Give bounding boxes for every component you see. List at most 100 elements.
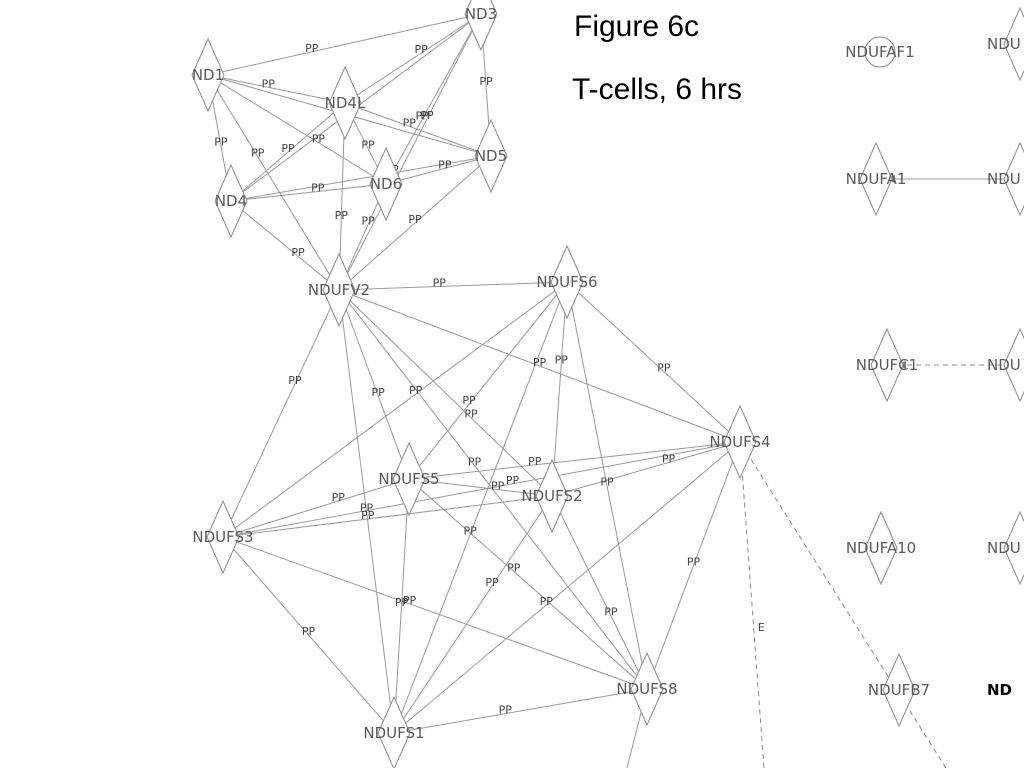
edge-nd4l-nd4 [230,102,346,202]
edge-label: PP [360,502,374,515]
diamond-shape [377,695,411,768]
edge-ndufs3-ndufs8 [222,536,648,690]
diamond-shape [723,404,757,480]
node-r4[interactable]: NDU [987,510,1024,586]
edge-label: PP [462,394,476,407]
figure-title: Figure 6c [574,10,700,43]
edge-label: PP [479,75,493,88]
node-ndufv2[interactable]: NDUFV2 [308,252,370,328]
node-ndufs8[interactable]: NDUFS8 [616,651,678,727]
node-ndufs4[interactable]: NDUFS4 [709,404,771,480]
node-label: NDUFS5 [378,470,439,488]
edge-ndufs4-ndufs1 [393,441,741,734]
edge-ndufs3-ndufs1 [222,536,395,734]
node-nd5[interactable]: ND5 [474,118,508,194]
diamond-shape [191,37,225,113]
diamond-shape [322,252,356,328]
node-ndufs3[interactable]: NDUFS3 [192,499,254,575]
edge-ndufs6-ndufs5 [408,281,568,480]
edges-layer [207,13,1020,768]
edge-ndufs5-ndufs1 [393,478,410,734]
edge-label: PP [433,276,447,289]
node-label: ND6 [370,175,402,193]
node-label: NDUFS2 [521,487,582,505]
edge-label: PP [408,213,422,226]
node-r3[interactable]: NDU [987,327,1024,403]
edge-ndufv2-ndufs6 [338,281,568,291]
figure-subtitle: T-cells, 6 hrs [572,73,743,106]
node-label: NDUFB7 [868,681,930,699]
node-ndufs5[interactable]: NDUFS5 [378,441,440,517]
edge-ndufv2-ndufs8 [338,289,648,690]
edge-label: PP [372,386,386,399]
node-nd4l[interactable]: ND4L [325,65,366,141]
edge-label: PP [281,142,295,155]
node-ndufb7[interactable]: NDUFB7 [868,652,930,728]
node-r5[interactable]: ND [987,681,1012,699]
node-ndufaf1[interactable]: NDUFAF1 [845,36,915,68]
edge-label: PP [415,109,429,122]
node-ndufc1[interactable]: NDUFC1 [856,327,918,403]
edge-label: PP [335,209,349,222]
edge-label: PP [291,246,305,259]
edge-nd3-nd6 [385,13,482,185]
node-label: NDUFS6 [536,273,597,291]
edge-label: PP [361,509,375,522]
edge-label: PP [499,704,513,717]
node-ndufs6[interactable]: NDUFS6 [536,244,598,320]
node-label: ND [987,681,1012,699]
edge-ndufs6-ndufs4 [566,281,741,443]
diamond-shape [1003,141,1024,217]
edge-ndufs5-ndufs3 [222,478,410,538]
edge-ndufs4-ndufs5 [408,441,741,480]
edge-label: PP [312,133,326,146]
edge-nd5-ndufv2 [338,155,492,291]
edge-label: PP [403,594,417,607]
diamond-shape [550,244,584,320]
node-nd4[interactable]: ND4 [214,163,248,239]
diamond-shape [535,458,569,534]
node-nd6[interactable]: ND6 [369,146,403,222]
edge-label: PP [438,158,452,171]
node-label: NDU [987,539,1021,557]
edge-nd4l-nd5 [344,102,492,157]
node-label: NDU [987,35,1021,53]
node-ndufs2[interactable]: NDUFS2 [521,458,583,534]
edge-ndufv2-ndufs3 [222,289,340,538]
node-label: NDUFS8 [616,680,677,698]
node-label: NDU [987,170,1021,188]
edge-ndufs4-ndufs2 [551,441,741,497]
diamond-shape [369,146,403,222]
edge-ndufs2-ndufs3 [222,495,553,538]
node-r2[interactable]: NDU [987,141,1024,217]
edge-label: PP [662,453,676,466]
edge-ndufs2-ndufs1 [393,495,553,734]
node-ndufa10[interactable]: NDUFA10 [846,510,916,586]
diamond-shape [870,327,904,403]
diamond-shape [882,652,916,728]
edge-label: PP [600,476,614,489]
diamond-shape [859,141,893,217]
node-label: ND4L [325,94,366,112]
edge-ndufs2-ndufs8 [551,495,648,690]
edge-nd1-ndufv2 [207,74,340,291]
node-ndufa1[interactable]: NDUFA1 [846,141,907,217]
edge-ndufv2-ndufs5 [338,289,410,480]
diamond-shape [214,163,248,239]
edge-label: PP [332,491,346,504]
edge-ndufs5-ndufs2 [408,478,553,497]
node-nd3[interactable]: ND3 [464,0,498,52]
edge-label: PP [311,181,325,194]
edge-label: PP [528,455,542,468]
node-r1[interactable]: NDU [987,6,1024,82]
edge-ndufv2-ndufs1 [338,289,395,734]
edge-label: E [758,621,765,634]
node-label: NDUFAF1 [845,43,914,61]
edge-label: PP [302,625,316,638]
circle-shape [864,36,896,68]
node-nd1[interactable]: ND1 [191,37,225,113]
edge-nd5-nd4 [230,155,492,202]
diamond-shape [1003,6,1024,82]
node-ndufs1[interactable]: NDUFS1 [363,695,425,768]
